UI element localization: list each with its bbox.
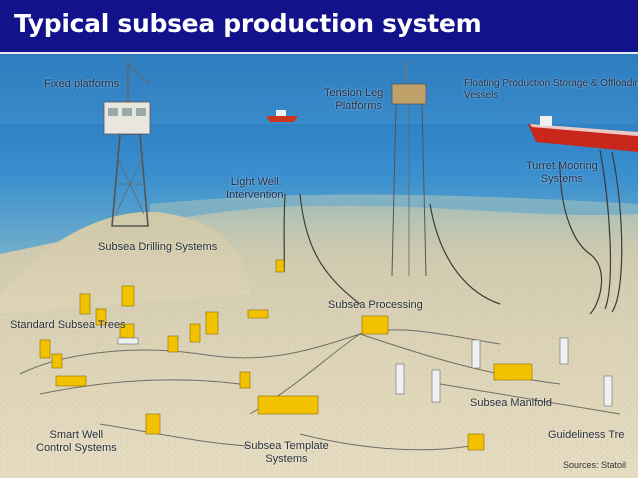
fixed-platform [103,60,151,227]
label-subsea-manifold: Subsea Manifold [470,397,552,409]
label-subsea-processing: Subsea Processing [328,299,423,311]
label-smart-well: Smart Well Control Systems [36,429,117,455]
label-turret-mooring: Turret Mooring Systems [526,160,598,186]
title-bar: Typical subsea production system [0,0,638,54]
label-subsea-template: Subsea Template Systems [244,440,329,466]
subsea-illustration [0,54,638,478]
riser-lines [283,149,623,315]
label-template-line2: Systems [265,453,308,465]
label-fpso-line1: Floating Production Storage & Offloadin [464,78,638,89]
label-tension-leg-line2: Platforms [335,100,382,112]
label-light-well-line2: Intervention [226,189,284,201]
label-fpso-line2: Vessels [464,90,499,101]
slide-title: Typical subsea production system [14,9,482,38]
label-tension-leg-line1: Tension Leg [324,87,384,99]
label-turret-line2: Systems [540,173,583,185]
support-vessel [266,110,298,122]
fpso-vessel [528,116,638,152]
label-light-well: Light Well Intervention [226,176,283,202]
label-guideline-trees: Guideliness Tre [548,429,625,441]
label-fpso: Floating Production Storage & Offloadin … [464,78,638,102]
seabed-mound [0,211,250,314]
label-turret-line1: Turret Mooring [526,160,598,172]
source-credit: Sources: Statoil [562,460,626,470]
label-light-well-line1: Light Well [230,176,279,188]
label-tension-leg: Tension Leg Platforms [324,87,383,113]
wellheads [117,337,613,407]
label-template-line1: Subsea Template [244,440,329,452]
label-smart-well-line1: Smart Well [49,429,104,441]
label-standard-trees: Standard Subsea Trees [10,319,126,331]
label-fixed-platforms: Fixed platforms [44,78,120,90]
subsea-equipment [39,259,533,451]
label-subsea-drilling: Subsea Drilling Systems [98,241,218,253]
label-smart-well-line2: Control Systems [36,442,117,454]
tension-leg-platform [391,60,427,277]
